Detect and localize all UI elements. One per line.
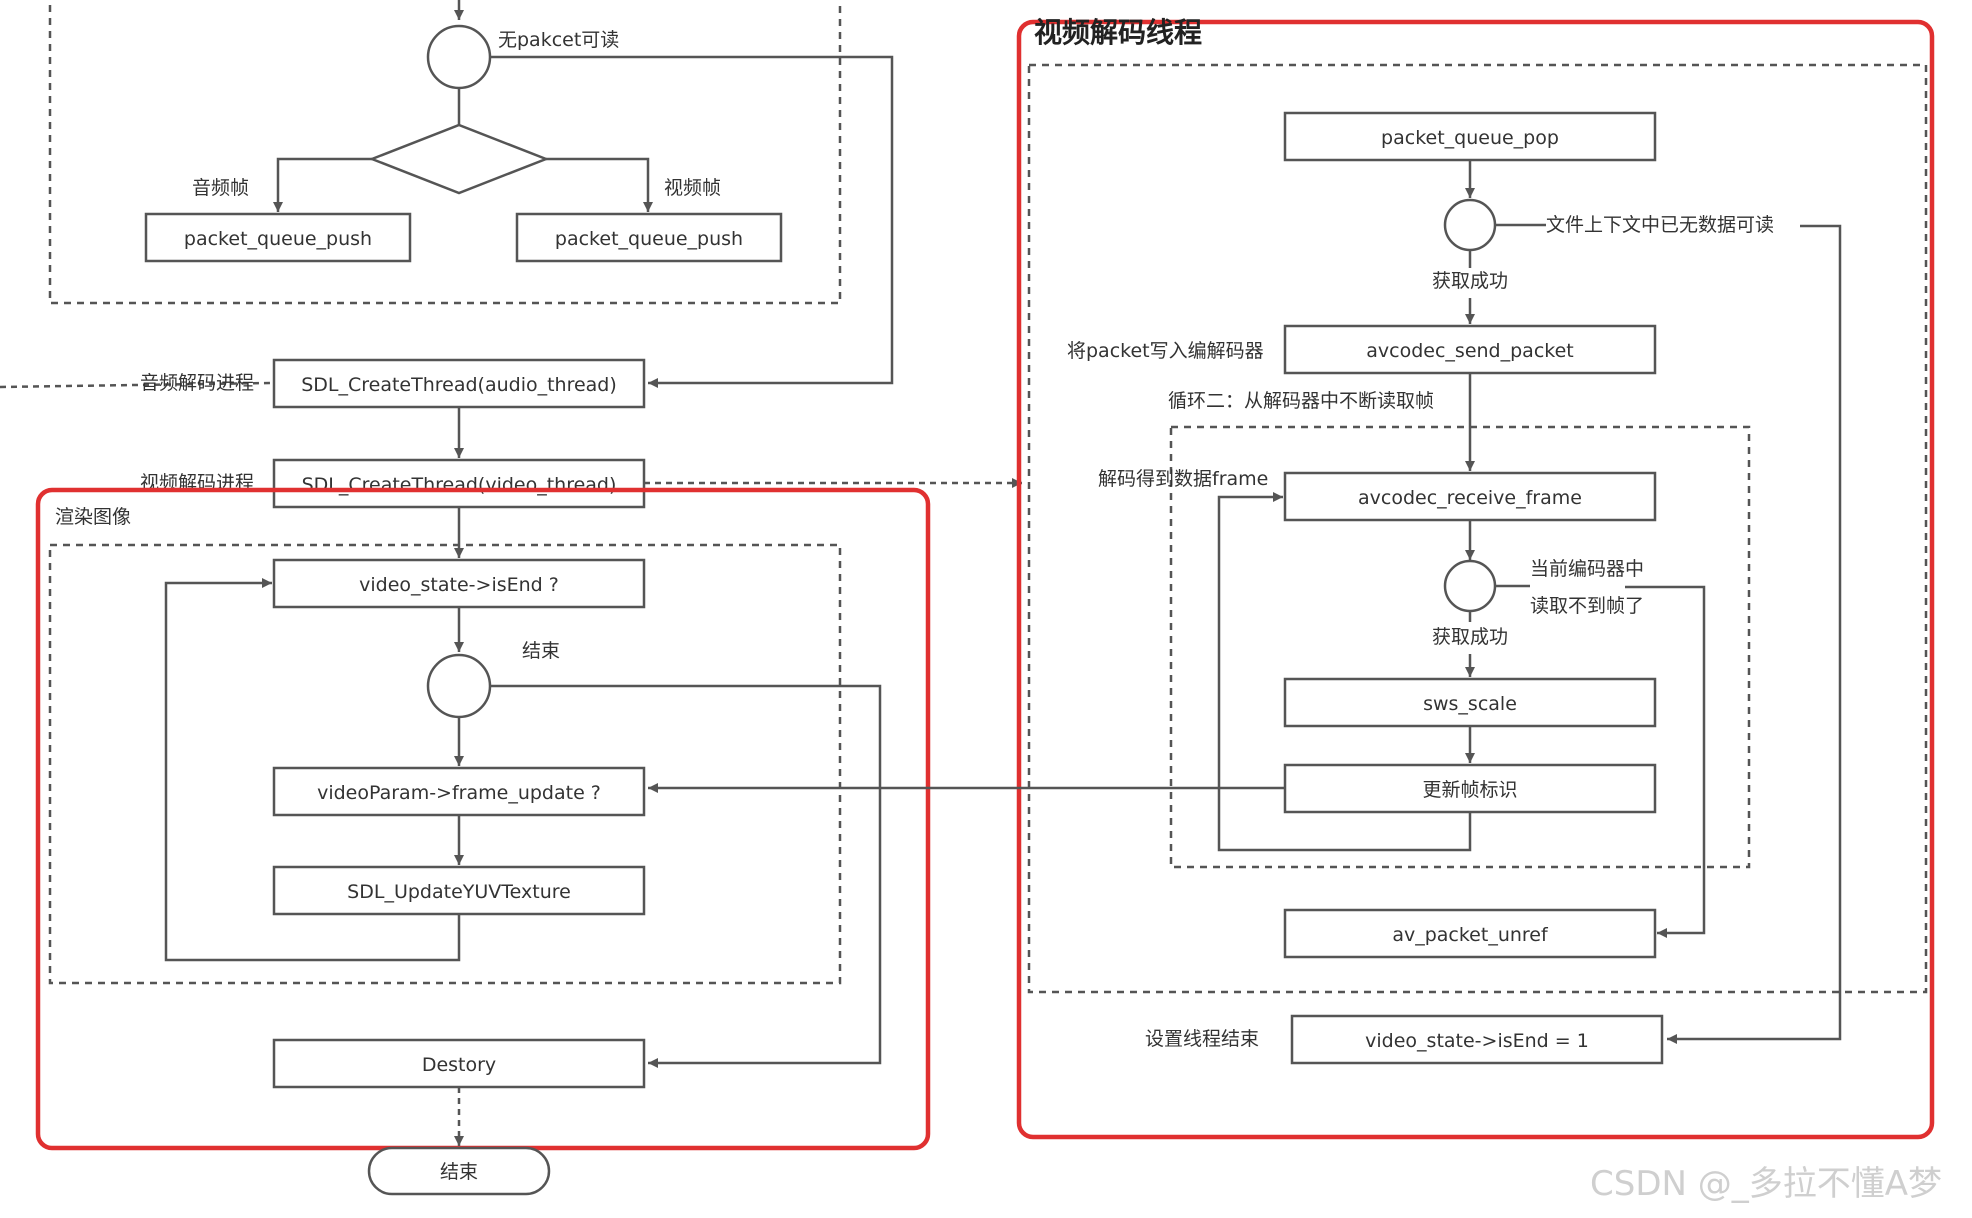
sws-scale-label: sws_scale [1423, 693, 1517, 715]
no-data-label: 文件上下文中已无数据可读 [1546, 214, 1774, 236]
create-audio-thread-box [272, 358, 646, 409]
terminal-end [367, 1146, 551, 1196]
decision-diamond-frame-type [368, 123, 550, 195]
packet-unref-box [1283, 908, 1657, 959]
sws-scale-box [1283, 677, 1657, 728]
packet-unref-label: av_packet_unref [1392, 924, 1549, 946]
watermark: CSDN @_多拉不懂A梦 [1590, 1164, 1942, 1204]
decision-circle-read [426, 24, 492, 90]
update-texture-label: SDL_UpdateYUVTexture [347, 881, 571, 903]
decision-circle-receive [1443, 559, 1497, 613]
set-end-value-label: video_state->isEnd = 1 [1365, 1030, 1589, 1052]
video-packet-queue-push-box [515, 212, 783, 263]
decision-circle-end [426, 653, 492, 719]
audio-packet-queue-push-label: packet_queue_push [184, 228, 372, 250]
decode-title: 视频解码线程 [1034, 16, 1202, 49]
video-packet-queue-push-label: packet_queue_push [555, 228, 743, 250]
create-video-thread-label: SDL_CreateThread(video_thread) [302, 474, 617, 496]
decode-highlight-frame [1016, 19, 1935, 1140]
packet-queue-pop-label: packet_queue_pop [1381, 127, 1559, 149]
decode-outer-loop-frame [1027, 63, 1928, 994]
audio-frame-label: 音频帧 [192, 177, 249, 199]
update-flag-label: 更新帧标识 [1422, 779, 1517, 801]
no-packet-label: 无pakcet可读 [498, 29, 619, 51]
terminal-end-label: 结束 [440, 1161, 478, 1183]
no-frame-label-1: 当前编码器中 [1530, 558, 1644, 580]
got-frame-label: 解码得到数据frame [1098, 468, 1268, 490]
get-ok-label-1: 获取成功 [1432, 270, 1508, 292]
update-texture-box [272, 865, 646, 916]
end-branch-label: 结束 [522, 640, 560, 662]
video-frame-label: 视频帧 [664, 177, 721, 199]
receive-frame-box [1283, 471, 1657, 522]
no-frame-label-2: 读取不到帧了 [1530, 595, 1644, 617]
render-title: 渲染图像 [55, 506, 131, 528]
send-packet-label: avcodec_send_packet [1366, 340, 1573, 362]
frame-update-label: videoParam->frame_update ? [317, 782, 601, 804]
create-audio-thread-label: SDL_CreateThread(audio_thread) [301, 374, 617, 396]
decode-inner-loop-frame [1169, 425, 1751, 869]
loop-label: 循环二：从解码器中不断读取帧 [1168, 390, 1434, 412]
destroy-box [272, 1038, 646, 1089]
set-end-label: 设置线程结束 [1145, 1028, 1259, 1050]
update-flag-box [1283, 763, 1657, 814]
packet-queue-pop-box [1283, 111, 1657, 162]
write-packet-label: 将packet写入编解码器 [1067, 340, 1264, 362]
audio-packet-queue-push-box [144, 212, 412, 263]
get-ok-label-2: 获取成功 [1432, 626, 1508, 648]
demux-group-frame [48, 0, 842, 305]
set-end-box [1290, 1014, 1664, 1065]
audio-thread-label: 音频解码进程 [140, 372, 254, 394]
render-loop-frame [48, 543, 842, 985]
is-end-label: video_state->isEnd ? [359, 574, 559, 596]
receive-frame-label: avcodec_receive_frame [1358, 487, 1582, 509]
send-packet-box [1283, 324, 1657, 375]
destroy-label: Destory [422, 1054, 496, 1076]
decision-circle-pop [1443, 198, 1497, 252]
